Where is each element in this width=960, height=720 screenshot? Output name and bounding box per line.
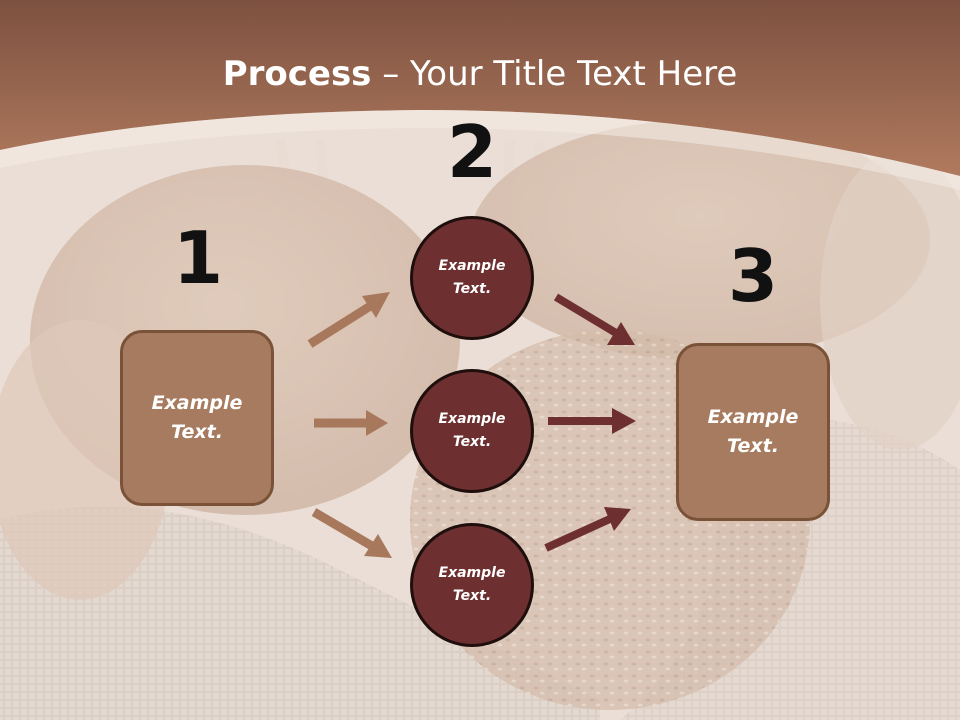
step-3-text: Example Text.: [707, 406, 799, 457]
step-1-number: 1: [172, 216, 224, 300]
slide-title: Process – Your Title Text Here: [0, 52, 960, 96]
arrow-1-to-2c: [311, 508, 392, 558]
arrow-2b-to-3: [548, 408, 636, 434]
arrow-2c-to-3: [544, 507, 631, 552]
step-2-number: 2: [446, 110, 498, 194]
arrow-2a-to-3: [553, 293, 635, 345]
step-1-box[interactable]: Example Text.: [120, 330, 274, 506]
arrow-1-to-2b: [314, 410, 388, 436]
step-2-circle-bottom-text: Example Text.: [438, 565, 506, 604]
title-rest: – Your Title Text Here: [371, 54, 738, 94]
step-2-circle-top-text: Example Text.: [438, 258, 506, 297]
step-3-number: 3: [727, 234, 779, 318]
step-3-box[interactable]: Example Text.: [676, 343, 830, 521]
arrow-1-to-2a: [307, 292, 390, 348]
step-1-text: Example Text.: [151, 392, 243, 443]
title-strong: Process: [222, 54, 372, 94]
step-2-circle-bottom[interactable]: Example Text.: [410, 523, 534, 647]
step-2-circle-middle[interactable]: Example Text.: [410, 369, 534, 493]
step-2-circle-top[interactable]: Example Text.: [410, 216, 534, 340]
step-2-circle-middle-text: Example Text.: [438, 411, 506, 450]
